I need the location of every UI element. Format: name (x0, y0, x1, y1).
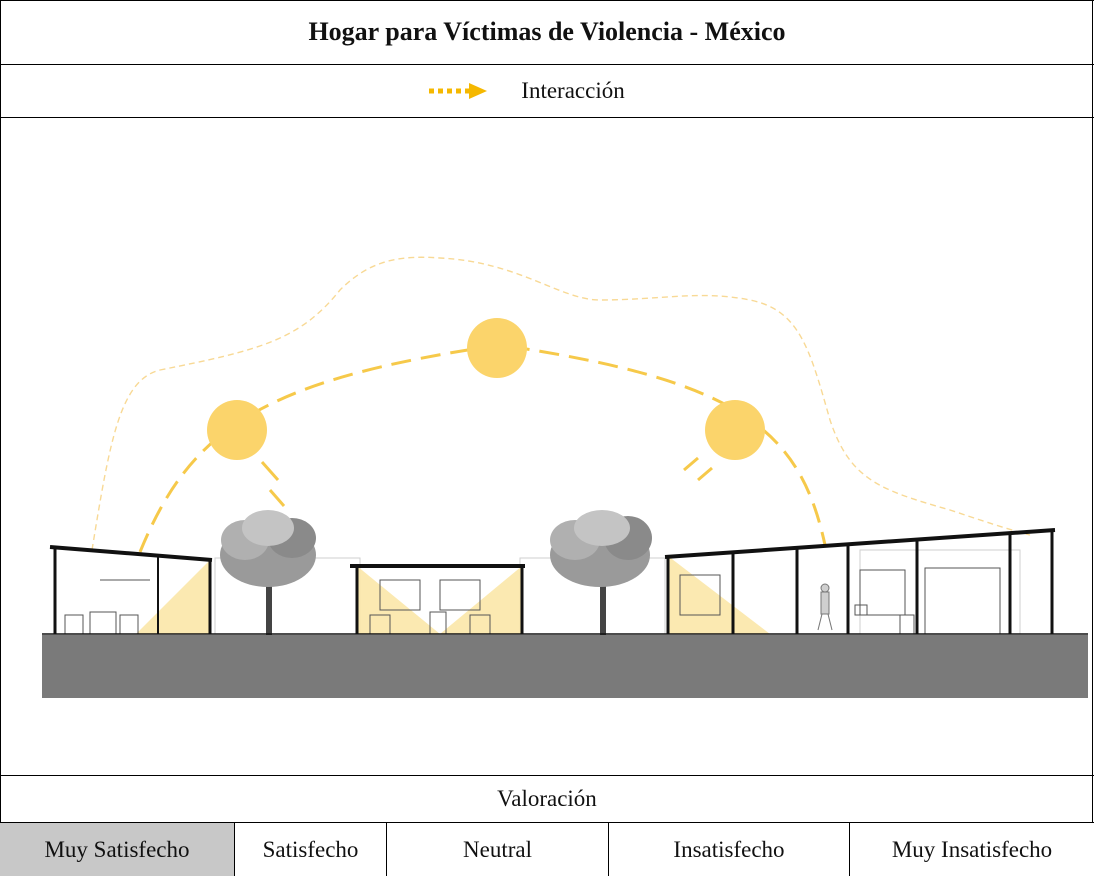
divider (0, 775, 1094, 776)
legend: Interacción (0, 65, 1094, 117)
tree-2 (550, 510, 652, 635)
interaction-flow-line (91, 256, 1031, 551)
legend-label: Interacción (521, 78, 625, 103)
sun-icon (467, 318, 527, 378)
divider (0, 117, 1094, 118)
person-figure (817, 583, 833, 631)
sun-ray (268, 489, 286, 507)
rating-option-muy-satisfecho[interactable]: Muy Satisfecho (0, 823, 235, 876)
section-illustration (42, 256, 1088, 698)
dashed-arrow-icon (429, 83, 488, 99)
building-left (49, 545, 213, 635)
rating-option-satisfecho[interactable]: Satisfecho (235, 823, 387, 876)
building-right (664, 528, 1056, 635)
diagram-title: Hogar para Víctimas de Violencia - Méxic… (308, 17, 786, 46)
rating-scale: Muy Satisfecho Satisfecho Neutral Insati… (0, 823, 1094, 876)
rating-title: Valoración (497, 786, 597, 811)
divider (0, 0, 1094, 1)
sun-icon (705, 400, 765, 460)
rating-option-neutral[interactable]: Neutral (387, 823, 609, 876)
ground (42, 635, 1088, 698)
divider (0, 64, 1094, 65)
sun-ray (683, 456, 699, 472)
rating-option-insatisfecho[interactable]: Insatisfecho (609, 823, 850, 876)
rating-option-muy-insatisfecho[interactable]: Muy Insatisfecho (850, 823, 1094, 876)
tree-1 (220, 510, 316, 635)
sun-ray (697, 466, 713, 482)
sun-icon (207, 400, 267, 460)
building-middle (350, 564, 525, 635)
sun-ray (260, 461, 280, 481)
divider (0, 822, 1094, 823)
